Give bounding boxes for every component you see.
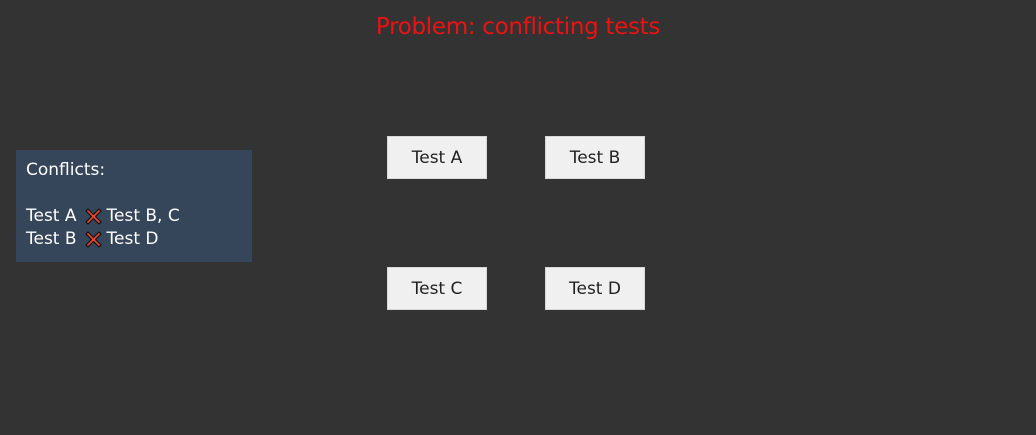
test-a-node: Test A xyxy=(387,136,487,179)
conflict-right-label: Test B, C xyxy=(106,206,180,226)
test-c-label: Test C xyxy=(411,278,463,299)
test-b-node: Test B xyxy=(545,136,645,179)
conflict-row: Test B Test D xyxy=(26,228,242,251)
test-a-label: Test A xyxy=(411,147,463,168)
cross-mark-icon xyxy=(84,230,103,249)
conflicts-heading: Conflicts: xyxy=(26,160,106,180)
conflict-row: Test A Test B, C xyxy=(26,205,242,228)
test-c-node: Test C xyxy=(387,267,487,310)
test-d-label: Test D xyxy=(569,278,621,299)
diagram-title: Problem: conflicting tests xyxy=(375,14,661,40)
test-d-node: Test D xyxy=(545,267,645,310)
conflict-left-label: Test A xyxy=(26,206,77,226)
conflicts-panel: Conflicts: Test A Test B, C Test B Test … xyxy=(16,150,252,262)
test-b-label: Test B xyxy=(569,147,621,168)
conflict-right-label: Test D xyxy=(106,229,159,249)
conflict-left-label: Test B xyxy=(26,229,77,249)
cross-mark-icon xyxy=(84,207,103,226)
